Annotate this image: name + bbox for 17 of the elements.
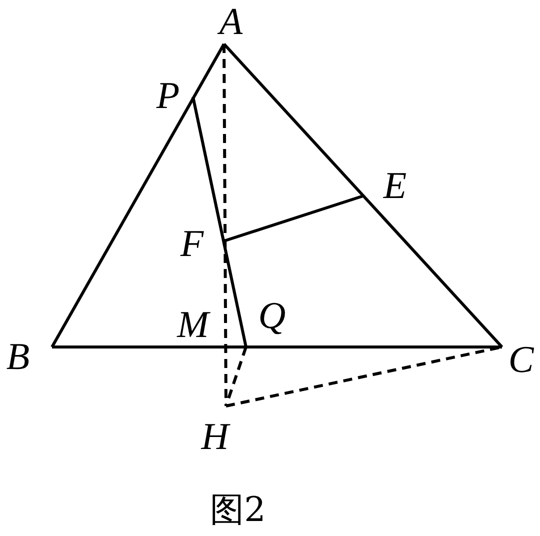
dashed-segment — [222, 44, 228, 406]
point-label: B — [6, 338, 30, 376]
line-segment — [192, 96, 248, 348]
point-label: P — [156, 77, 180, 115]
point-label: C — [508, 341, 534, 379]
line-segment — [224, 194, 364, 242]
point-label: H — [201, 418, 229, 456]
point-label: Q — [258, 297, 286, 335]
line-segment — [222, 42, 504, 348]
line-segment — [50, 43, 226, 348]
dashed-segment — [224, 346, 248, 406]
point-label: E — [383, 167, 407, 205]
line-segment — [52, 346, 502, 348]
point-label: M — [177, 306, 209, 344]
point-label: F — [180, 225, 204, 263]
figure-caption: 图2 — [210, 493, 266, 527]
point-label: A — [219, 3, 243, 41]
